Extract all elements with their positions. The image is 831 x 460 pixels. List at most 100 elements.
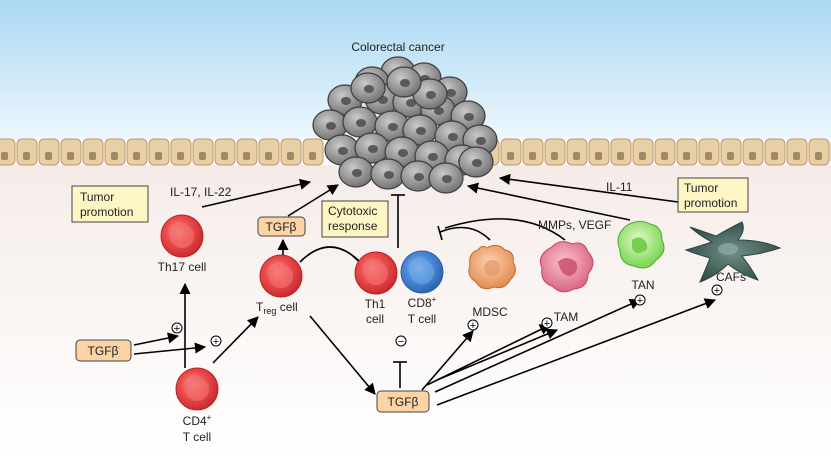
epithelial-nucleus <box>793 152 800 160</box>
tumor-nucleus <box>388 123 398 131</box>
epithelial-nucleus <box>639 152 646 160</box>
epithelial-nucleus <box>89 152 96 160</box>
box-tgfb-top-label: TGFβ <box>266 220 297 234</box>
epithelial-nucleus <box>661 152 668 160</box>
cell-mdsc: MDSC <box>468 244 516 319</box>
tumor-nucleus <box>326 122 336 130</box>
plus-circle-cafs <box>711 284 723 296</box>
tumor-nucleus <box>416 127 426 135</box>
tumor-nucleus <box>406 99 416 107</box>
box-cytotoxic-line2: response <box>328 219 378 233</box>
label-cd4-line1: CD4+ <box>183 413 212 428</box>
tumor-nucleus <box>368 145 378 153</box>
plus-circle-mdsc <box>467 319 479 331</box>
arrow-mmps-to-tumor <box>466 182 631 221</box>
tumor-nucleus <box>442 175 452 183</box>
tumor-nucleus <box>398 149 408 157</box>
plus-circle-tam <box>541 317 553 329</box>
tumor-nucleus <box>426 91 436 99</box>
diagram-title: Colorectal cancer <box>351 40 444 54</box>
epithelial-nucleus <box>1 152 8 160</box>
arrow-tgfb-to-cafs <box>436 298 717 406</box>
label-il17-il22: IL-17, IL-22 <box>170 185 232 199</box>
tumor-nucleus <box>434 107 444 115</box>
box-tgfb-left-label: TGFβ <box>88 344 119 358</box>
epithelial-nucleus <box>111 152 118 160</box>
label-il11: IL-11 <box>606 180 633 194</box>
plus-circle-tan <box>634 294 646 306</box>
cell-cafs: CAFs <box>684 221 782 284</box>
plus-sign-mdsc: + <box>470 320 476 332</box>
box-tp-left-line1: Tumor <box>80 190 114 204</box>
arrow-tgfb-to-treg-path <box>133 342 207 355</box>
epithelial-nucleus <box>771 152 778 160</box>
box-cytotoxic-line1: Cytotoxic <box>328 204 377 218</box>
epithelial-nucleus <box>529 152 536 160</box>
label-tan: TAN <box>631 278 654 292</box>
tumor-nucleus <box>352 169 362 177</box>
cell-tam: TAM <box>539 241 594 324</box>
minus-sign: − <box>398 336 404 348</box>
tumor-nucleus <box>356 119 366 127</box>
tumor-nucleus <box>341 97 351 105</box>
epithelial-nucleus <box>243 152 250 160</box>
epithelial-nucleus <box>683 152 690 160</box>
epithelial-nucleus <box>551 152 558 160</box>
label-th1-line2: cell <box>366 312 384 326</box>
box-tumor-promotion-left: Tumor promotion <box>71 185 149 223</box>
box-tp-right-line2: promotion <box>684 196 737 210</box>
inhibit-mdsc-cd8 <box>439 226 491 241</box>
box-tgfb-top: TGFβ <box>257 216 306 237</box>
epithelial-nucleus <box>133 152 140 160</box>
box-tgfb-left: TGFβ <box>75 339 132 362</box>
epithelial-nucleus <box>705 152 712 160</box>
epithelium-layer <box>0 138 831 166</box>
box-tumor-promotion-right: Tumor promotion <box>677 177 749 213</box>
box-cytotoxic-response: Cytotoxic response <box>321 200 389 238</box>
tumor-nucleus <box>400 79 410 87</box>
plus-sign-tan: + <box>637 295 643 307</box>
epithelial-nucleus <box>45 152 52 160</box>
box-tp-left-line2: promotion <box>80 205 133 219</box>
arrow-tgfb-to-mdsc <box>421 330 474 391</box>
tumor-nucleus <box>464 113 474 121</box>
epithelial-nucleus <box>309 152 316 160</box>
tumor-nucleus <box>448 133 458 141</box>
label-cd8-line1: CD8+ <box>408 295 437 310</box>
epithelial-nucleus <box>265 152 272 160</box>
arrow-tgfb-to-tan <box>434 299 642 393</box>
cell-cd4: CD4+ T cell <box>175 367 219 444</box>
arrow-tgfb-to-th17 <box>133 332 180 346</box>
plus-circle-1 <box>171 322 183 334</box>
label-mdsc: MDSC <box>472 305 508 319</box>
box-tgfb-bottom: TGFβ <box>376 390 430 413</box>
label-th17: Th17 cell <box>158 260 207 274</box>
label-cafs: CAFs <box>716 270 746 284</box>
epithelial-nucleus <box>23 152 30 160</box>
label-tam: TAM <box>554 310 578 324</box>
label-mmps-vegf: MMPs, VEGF <box>538 218 611 232</box>
epithelial-nucleus <box>617 152 624 160</box>
label-treg: Treg cell <box>256 300 298 316</box>
plus-sign-tam: + <box>544 318 550 330</box>
inhibit-tam-cd8 <box>444 218 566 241</box>
arrows-group <box>133 173 717 406</box>
box-tp-right-line1: Tumor <box>684 181 718 195</box>
plus-sign-2: + <box>213 336 219 348</box>
box-tgfb-bottom-label: TGFβ <box>388 395 419 409</box>
cell-th17: Th17 cell <box>158 214 207 274</box>
arrow-treg-to-tgfb-bottom <box>309 315 376 395</box>
tumor-nucleus <box>384 171 394 179</box>
arrow-il11-to-tumor <box>498 173 701 206</box>
plus-circle-2 <box>210 335 222 347</box>
tumor-nucleus <box>364 85 374 93</box>
epithelial-nucleus <box>199 152 206 160</box>
arrow-tam-to-tgfb <box>436 328 559 381</box>
epithelial-nucleus <box>573 152 580 160</box>
minus-circle <box>395 335 407 347</box>
sign-markers: + + − + + + + <box>171 284 723 348</box>
epithelial-nucleus <box>67 152 74 160</box>
epithelial-nucleus <box>155 152 162 160</box>
